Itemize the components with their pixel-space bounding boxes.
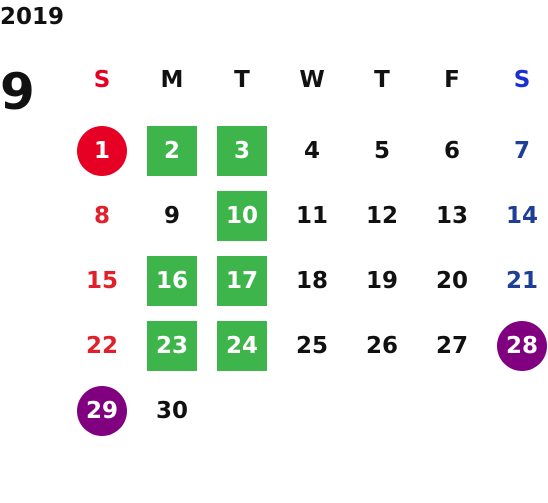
calendar-week: 15 16 17 18 19 20 21 <box>67 248 548 313</box>
calendar-day[interactable]: 6 <box>443 137 460 164</box>
calendar-cell[interactable]: 18 <box>277 248 347 313</box>
calendar-day[interactable]: 13 <box>435 202 468 229</box>
weekday-wednesday: W <box>299 67 325 93</box>
calendar-day[interactable]: 15 <box>85 267 118 294</box>
weekday-thursday: T <box>374 67 390 93</box>
calendar-day-empty <box>287 386 337 436</box>
calendar-cell[interactable]: 30 <box>137 378 207 443</box>
calendar-cell[interactable]: 20 <box>417 248 487 313</box>
calendar-day[interactable]: 3 <box>217 125 267 176</box>
weekday-sunday: S <box>93 67 111 93</box>
calendar-cell[interactable]: 5 <box>347 118 417 183</box>
calendar-cell[interactable]: 24 <box>207 313 277 378</box>
calendar-cell[interactable]: 6 <box>417 118 487 183</box>
calendar-day-empty <box>427 386 477 436</box>
calendar-cell[interactable]: 22 <box>67 313 137 378</box>
calendar-cell[interactable]: 4 <box>277 118 347 183</box>
calendar-day[interactable]: 28 <box>497 320 547 371</box>
calendar-day-empty <box>357 386 407 436</box>
weekday-friday: F <box>444 67 460 93</box>
calendar-day[interactable]: 23 <box>147 320 197 371</box>
calendar-cell[interactable]: 13 <box>417 183 487 248</box>
calendar-cell[interactable]: 11 <box>277 183 347 248</box>
calendar-cell[interactable]: 23 <box>137 313 207 378</box>
calendar-cell[interactable]: 15 <box>67 248 137 313</box>
calendar-cell <box>277 378 347 443</box>
calendar-cell <box>207 378 277 443</box>
calendar-year: 2019 <box>0 4 65 30</box>
calendar-grid: 1 2 3 4 5 6 7 8 9 10 11 12 13 14 15 16 1… <box>67 118 548 443</box>
calendar-day[interactable]: 20 <box>435 267 468 294</box>
calendar-month: 9 <box>0 63 35 121</box>
calendar-cell <box>487 378 548 443</box>
calendar-cell[interactable]: 25 <box>277 313 347 378</box>
calendar-cell[interactable]: 9 <box>137 183 207 248</box>
calendar-day[interactable]: 12 <box>365 202 398 229</box>
calendar-day[interactable]: 30 <box>155 397 188 424</box>
calendar-day-empty <box>217 386 267 436</box>
calendar-cell[interactable]: 8 <box>67 183 137 248</box>
calendar-day[interactable]: 17 <box>217 255 267 306</box>
calendar-day[interactable]: 22 <box>85 332 118 359</box>
calendar-day[interactable]: 27 <box>435 332 468 359</box>
calendar-day[interactable]: 14 <box>505 202 538 229</box>
calendar-day[interactable]: 8 <box>93 202 110 229</box>
calendar-cell[interactable]: 27 <box>417 313 487 378</box>
calendar-cell[interactable]: 1 <box>67 118 137 183</box>
calendar-week: 22 23 24 25 26 27 28 <box>67 313 548 378</box>
calendar-day[interactable]: 4 <box>303 137 320 164</box>
calendar-day[interactable]: 16 <box>147 255 197 306</box>
calendar-day[interactable]: 1 <box>77 125 127 176</box>
calendar-cell <box>417 378 487 443</box>
calendar-cell[interactable]: 12 <box>347 183 417 248</box>
calendar-cell[interactable]: 19 <box>347 248 417 313</box>
calendar-day[interactable]: 7 <box>513 137 530 164</box>
calendar-cell[interactable]: 10 <box>207 183 277 248</box>
calendar-cell[interactable]: 21 <box>487 248 548 313</box>
calendar-cell[interactable]: 3 <box>207 118 277 183</box>
calendar-cell[interactable]: 16 <box>137 248 207 313</box>
weekday-header-row: S M T W T F S <box>67 60 548 100</box>
calendar-day[interactable]: 29 <box>77 385 127 436</box>
calendar-day[interactable]: 5 <box>373 137 390 164</box>
weekday-saturday: S <box>513 67 531 93</box>
calendar-cell[interactable]: 17 <box>207 248 277 313</box>
calendar-week: 29 30 <box>67 378 548 443</box>
calendar-cell[interactable]: 26 <box>347 313 417 378</box>
calendar-day[interactable]: 26 <box>365 332 398 359</box>
calendar-day[interactable]: 19 <box>365 267 398 294</box>
calendar-day[interactable]: 21 <box>505 267 538 294</box>
calendar-day-empty <box>497 386 547 436</box>
calendar-day[interactable]: 24 <box>217 320 267 371</box>
calendar-day[interactable]: 10 <box>217 190 267 241</box>
calendar-day[interactable]: 18 <box>295 267 328 294</box>
weekday-tuesday: T <box>234 67 250 93</box>
calendar-week: 1 2 3 4 5 6 7 <box>67 118 548 183</box>
calendar-day[interactable]: 9 <box>163 202 180 229</box>
calendar-day[interactable]: 11 <box>295 202 328 229</box>
calendar-cell[interactable]: 14 <box>487 183 548 248</box>
calendar-cell[interactable]: 28 <box>487 313 548 378</box>
weekday-monday: M <box>160 67 184 93</box>
calendar-week: 8 9 10 11 12 13 14 <box>67 183 548 248</box>
calendar-cell <box>347 378 417 443</box>
calendar-cell[interactable]: 29 <box>67 378 137 443</box>
calendar-cell[interactable]: 2 <box>137 118 207 183</box>
calendar-day[interactable]: 25 <box>295 332 328 359</box>
calendar-cell[interactable]: 7 <box>487 118 548 183</box>
calendar-day[interactable]: 2 <box>147 125 197 176</box>
